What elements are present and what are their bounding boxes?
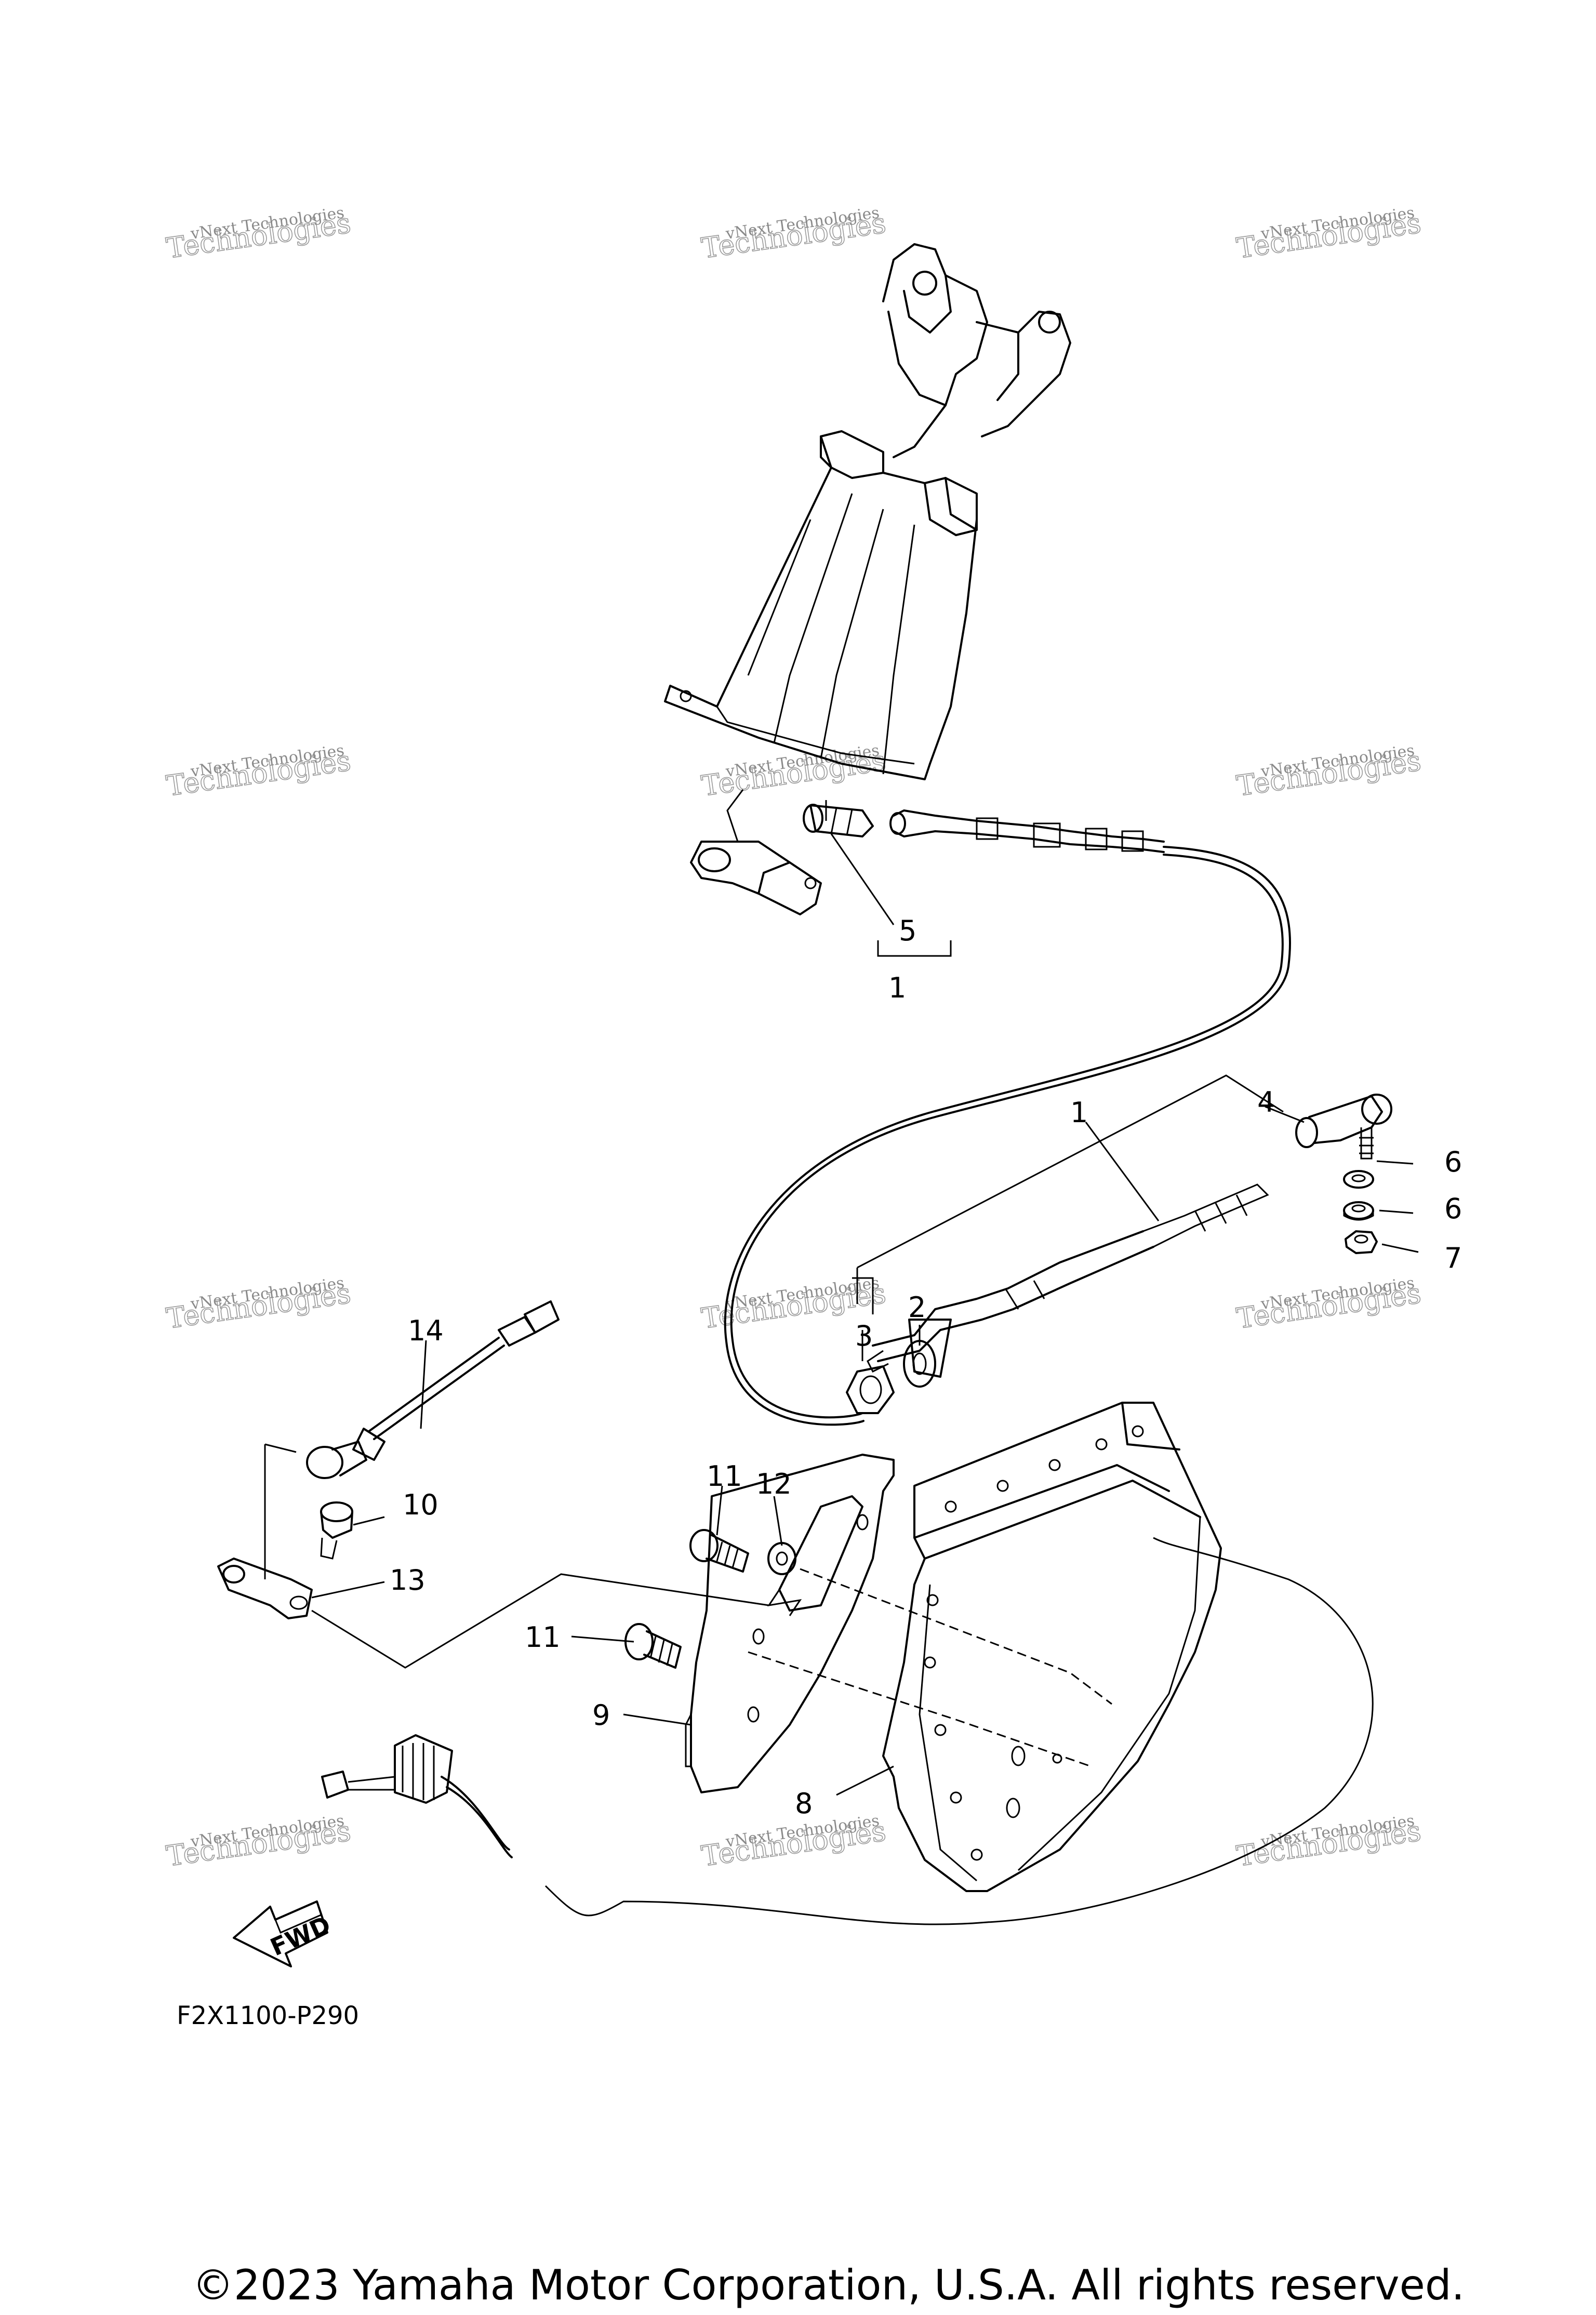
watermark-r4c3: Technologies vNext Technologies: [1234, 1812, 1424, 1873]
callout-14: 14: [408, 1314, 444, 1347]
callout-7: 7: [1444, 1242, 1462, 1274]
callout-9: 9: [592, 1699, 610, 1732]
callout-1-top: 1: [888, 972, 906, 1004]
watermark-r1c3: Technologies vNext Technologies: [1234, 204, 1424, 265]
callout-1-mid: 1: [1070, 1096, 1088, 1129]
watermark-r3c3: Technologies vNext Technologies: [1234, 1274, 1424, 1336]
plate-washer: [767, 1542, 796, 1575]
callout-12: 12: [756, 1468, 792, 1500]
cable-washer: [903, 1340, 936, 1388]
callout-6a: 6: [1444, 1146, 1462, 1178]
sensor-lead: [306, 1300, 560, 1479]
flange-bolt: [320, 1501, 353, 1560]
mounting-plate: [685, 1454, 895, 1793]
guide-lines: [264, 800, 1374, 1925]
ball-joint: [1295, 1094, 1392, 1160]
callouts: 5 1 1 4 6 6 7 2 3 14 10 13 11 12 11 9 8: [390, 914, 1462, 1820]
fwd-label: FWD: [266, 1910, 335, 1961]
rod-end-joint: [803, 804, 874, 837]
watermark-r3c1: Technologies vNext Technologies: [164, 1274, 353, 1336]
callout-11-upper: 11: [707, 1460, 742, 1493]
control-unit: [882, 1402, 1222, 1892]
watermark-r4c2: Technologies vNext Technologies: [699, 1812, 888, 1873]
watermark-r2c2: Technologies vNext Technologies: [699, 741, 888, 803]
drawing-code: F2X1100-P290: [177, 2001, 360, 2030]
flange-bolt-upper: [689, 1529, 749, 1573]
callout-6b: 6: [1444, 1192, 1462, 1225]
flange-bolt-lower: [624, 1623, 682, 1669]
callout-10: 10: [403, 1488, 438, 1521]
copyright-notice: ©2023 Yamaha Motor Corporation, U.S.A. A…: [192, 2261, 1465, 2309]
callout-11-lower: 11: [525, 1621, 561, 1654]
callout-2: 2: [908, 1291, 926, 1324]
callout-3: 3: [855, 1320, 873, 1352]
cable-nut: [846, 1365, 895, 1414]
steering-cable: [724, 809, 1291, 1426]
callout-4: 4: [1257, 1086, 1275, 1119]
sensor-bracket: [217, 1558, 313, 1619]
washer-top: [1343, 1170, 1374, 1189]
watermark-r1c1: Technologies vNext Technologies: [164, 204, 353, 265]
watermark-r1c2: Technologies vNext Technologies: [699, 204, 888, 265]
wire-harness: [321, 1734, 513, 1858]
watermark-r2c1: Technologies vNext Technologies: [164, 741, 353, 803]
callout-13: 13: [390, 1564, 425, 1596]
fwd-arrow-icon: FWD: [233, 1900, 335, 1967]
callout-8: 8: [795, 1787, 813, 1820]
hex-nut: [1345, 1230, 1378, 1254]
callout-5: 5: [899, 914, 916, 947]
watermark-r4c1: Technologies vNext Technologies: [164, 1812, 353, 1873]
washer-middle: [1343, 1201, 1374, 1221]
leader-lines: [311, 833, 1419, 1796]
jet-nozzle-housing: [664, 243, 1071, 915]
watermark-r2c3: Technologies vNext Technologies: [1234, 741, 1424, 803]
